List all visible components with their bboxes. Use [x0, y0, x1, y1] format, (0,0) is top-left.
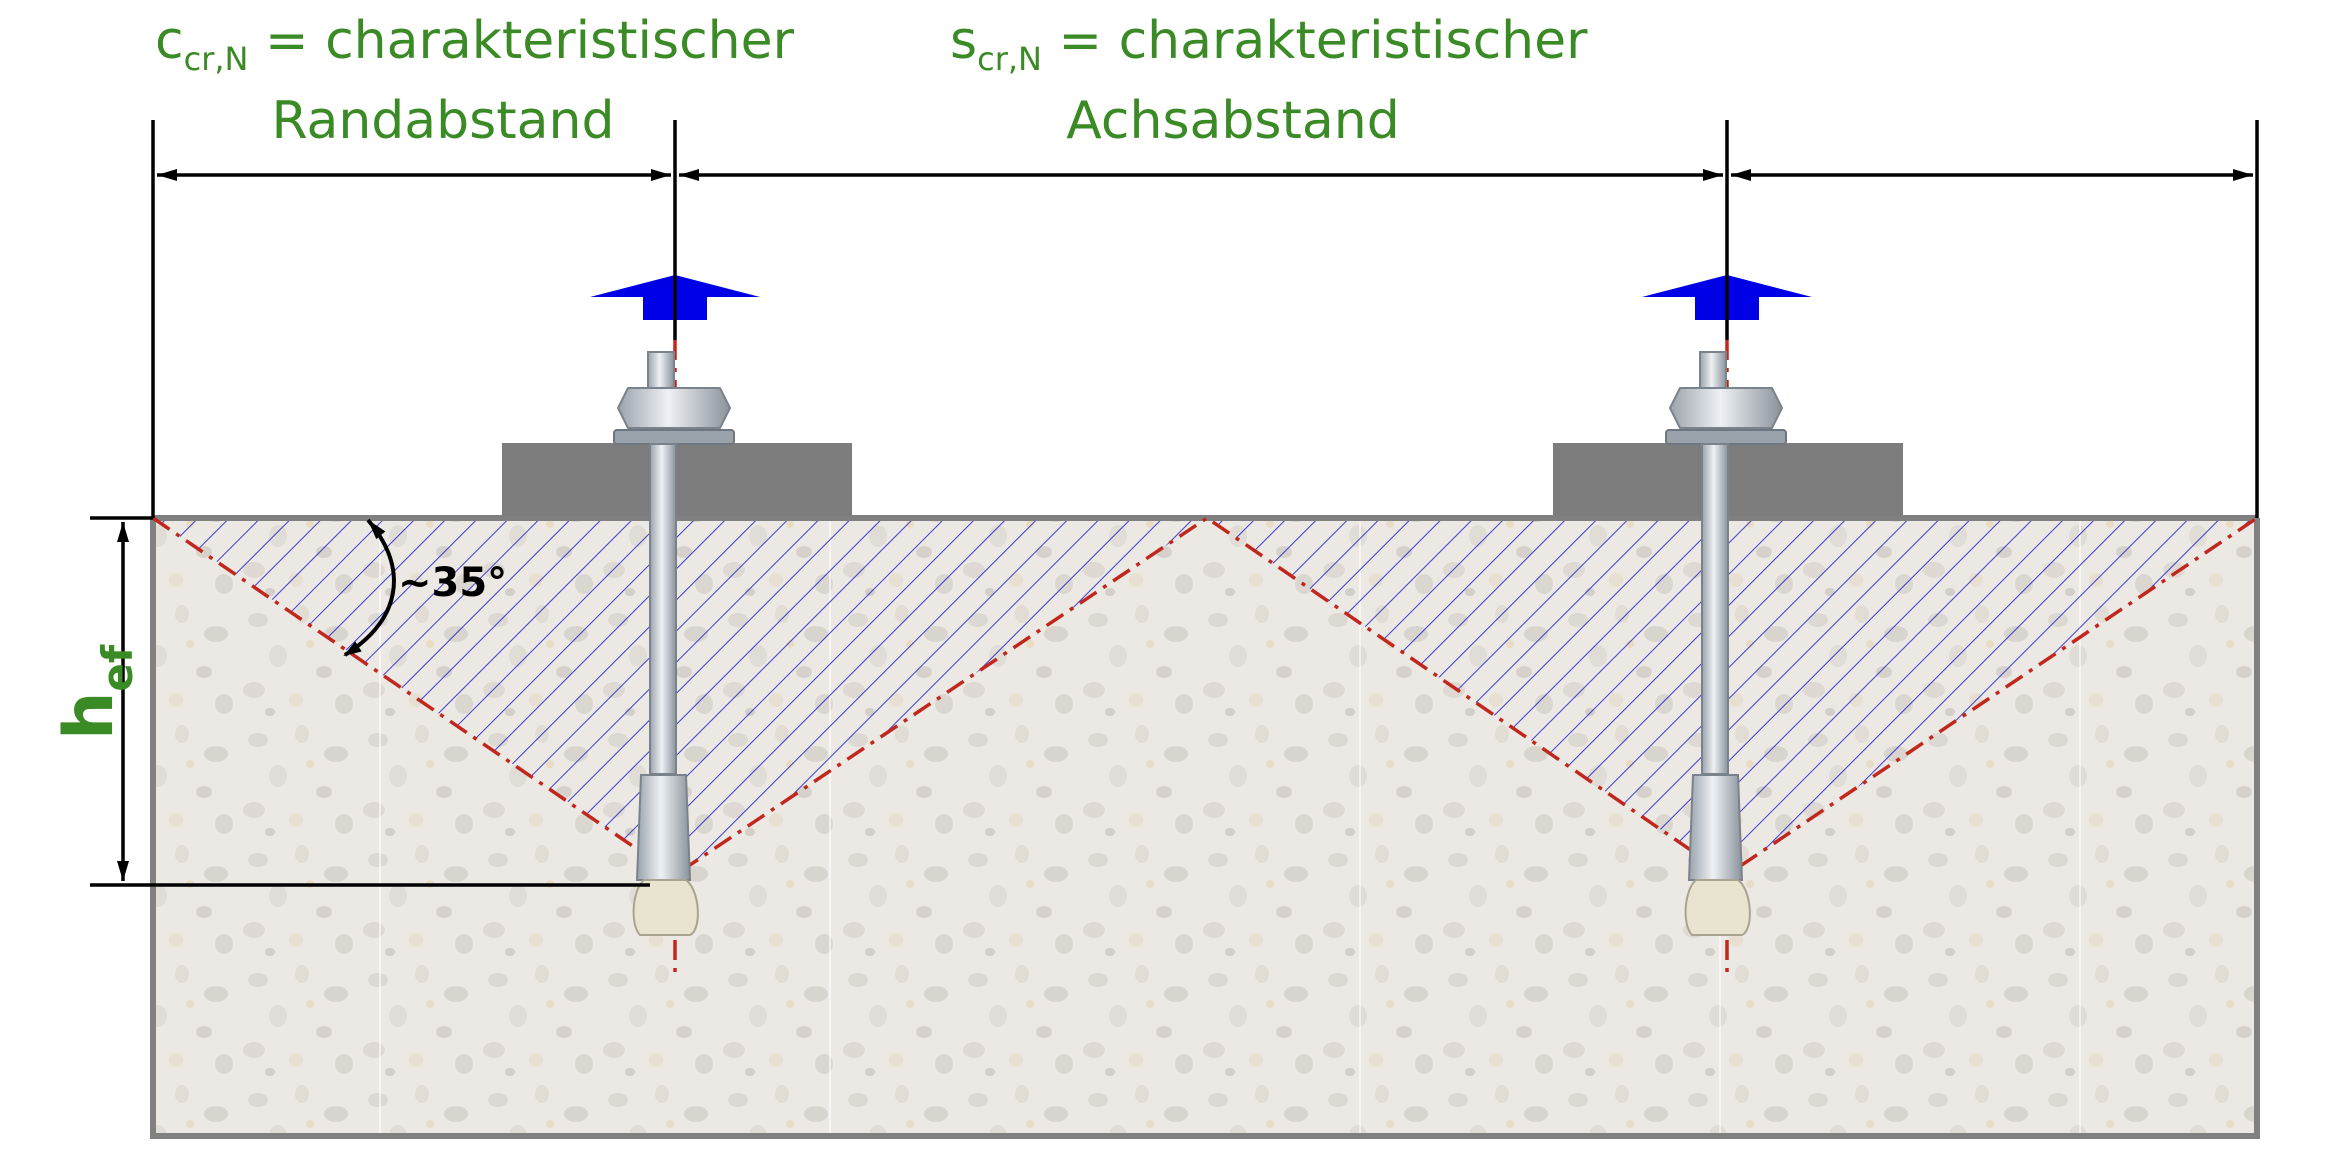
edge-distance-label-line1: ccr,N = charakteristischer: [155, 11, 795, 78]
dimension-extension-lines: [90, 120, 2259, 887]
wedge-anchor-bolt-icon: [1665, 351, 1787, 936]
edge-distance-label-line2: Randabstand: [271, 91, 614, 151]
cone-angle-label: ~35°: [398, 560, 507, 606]
angle-arc: [343, 518, 396, 657]
axis-spacing-label-line1: scr,N = charakteristischer: [950, 11, 1588, 78]
breakout-cone-right: [1207, 518, 2257, 875]
wedge-anchor-bolt-icon: [613, 351, 735, 936]
axis-spacing-label-line2: Achsabstand: [1066, 91, 1399, 151]
concrete-outline: [150, 518, 2260, 1139]
embedment-depth-label: hef: [50, 644, 142, 740]
breakout-cone-left: [153, 518, 1207, 875]
